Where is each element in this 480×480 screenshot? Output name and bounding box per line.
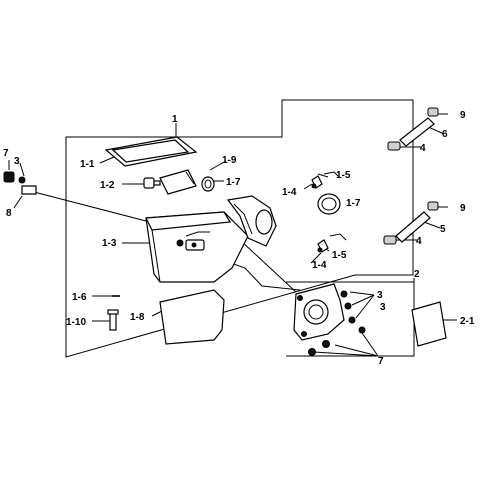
callout-7a: 7: [3, 148, 9, 159]
callout-4a: 4: [420, 143, 426, 154]
callout-3b: 3: [377, 290, 383, 301]
screw-1-2: [143, 177, 161, 189]
callout-1-10: 1-10: [66, 317, 86, 328]
hose-band-6: [387, 107, 439, 151]
clip-1-4-lower: [317, 233, 347, 253]
left-bolt-group: [3, 171, 37, 195]
filter-sheet-2-1: [411, 301, 447, 347]
intake-duct: [226, 195, 277, 247]
hose-band-5: [383, 201, 439, 245]
assembly-1-frame: [65, 99, 414, 358]
callout-9a: 9: [460, 110, 466, 121]
callout-1-4a: 1-4: [282, 187, 297, 198]
clamp-1-7-lower: [317, 193, 341, 215]
grommet-1-3: [176, 239, 184, 247]
callout-1: 1: [172, 114, 178, 125]
callout-1-8: 1-8: [130, 312, 145, 323]
bracket-2: [293, 283, 345, 341]
callout-8: 8: [6, 208, 12, 219]
callout-1-5a: 1-5: [336, 170, 351, 181]
clamp-1-7-upper: [201, 176, 215, 192]
callout-1-6: 1-6: [72, 292, 87, 303]
callout-6: 6: [442, 129, 448, 140]
clip-1-4-upper: [311, 171, 341, 189]
callout-1-4b: 1-4: [312, 260, 327, 271]
callout-1-5b: 1-5: [332, 250, 347, 261]
callout-1-9: 1-9: [222, 155, 237, 166]
callout-2: 2: [414, 269, 420, 280]
callout-1-7b: 1-7: [346, 198, 361, 209]
callout-4b: 4: [416, 236, 422, 247]
callout-5: 5: [440, 224, 446, 235]
callout-labels: 1 1-1 1-2 1-3 1-4 1-4 1-5 1-5 1-6 1-7 1-…: [3, 110, 475, 367]
bolts-3: [340, 290, 356, 324]
nuts-7: [308, 326, 366, 356]
drain-tube-1-10: [107, 309, 119, 331]
callout-1-1: 1-1: [80, 159, 95, 170]
callout-1-2: 1-2: [100, 180, 115, 191]
air-box-body: [145, 211, 249, 283]
callout-3c: 3: [380, 302, 386, 313]
callout-9b: 9: [460, 203, 466, 214]
callout-2-1: 2-1: [460, 316, 475, 327]
callout-1-7a: 1-7: [226, 177, 241, 188]
callout-3a: 3: [14, 156, 20, 167]
callout-1-3: 1-3: [102, 238, 117, 249]
cover-gasket-1-1: [104, 136, 198, 167]
callout-7b: 7: [378, 356, 384, 367]
cover-plate-1-8: [159, 289, 225, 345]
filter-element-1-9: [159, 169, 197, 195]
